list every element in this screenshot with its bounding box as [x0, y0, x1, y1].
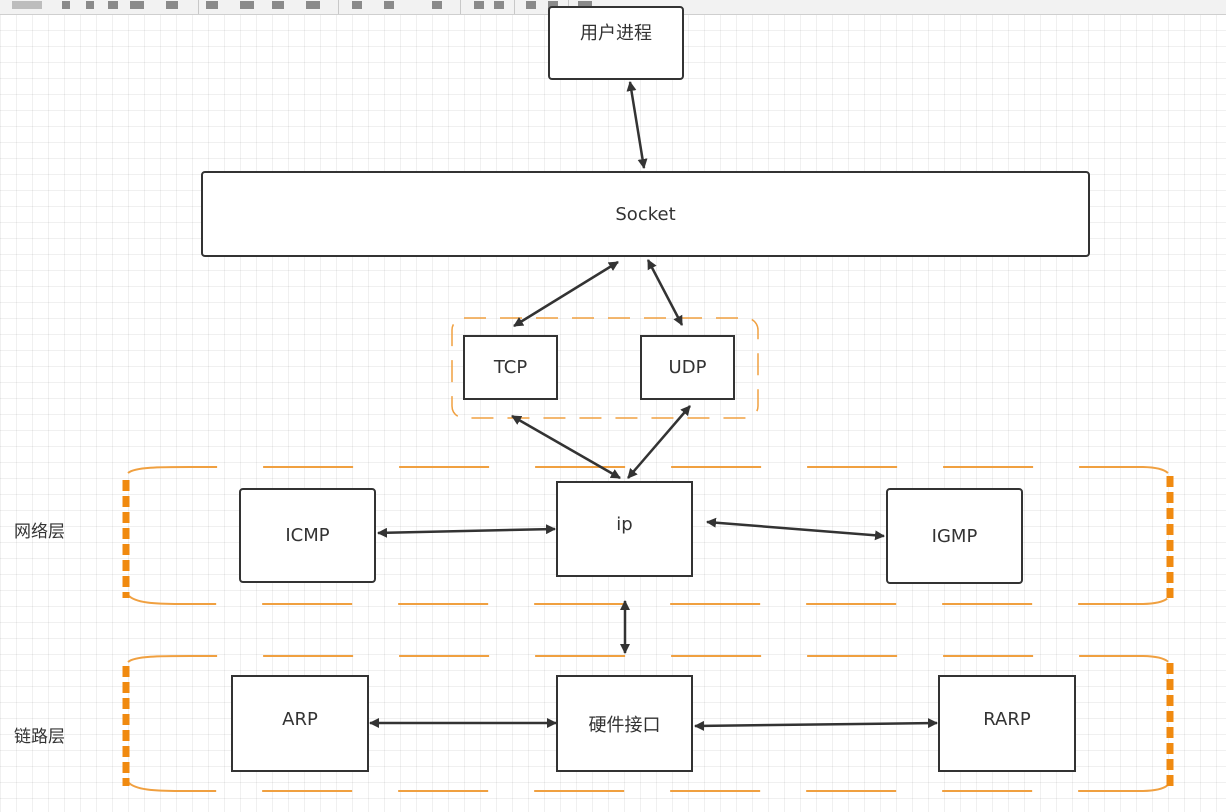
tcp-label: TCP [493, 357, 528, 378]
font-color-icon[interactable] [130, 1, 144, 9]
network-layer-label: 网络层 [14, 522, 65, 542]
arrow-ip-igmp[interactable] [706, 517, 885, 541]
socket-label: Socket [615, 203, 676, 225]
hardware-interface-node[interactable]: 硬件接口 [556, 675, 693, 772]
format-icon[interactable] [166, 1, 178, 9]
arp-label: ARP [282, 709, 318, 730]
udp-label: UDP [668, 357, 707, 378]
group-icon[interactable] [526, 1, 536, 9]
transport-group-border [451, 317, 759, 419]
link-layer-label: 链路层 [14, 727, 65, 747]
udp-node[interactable]: UDP [640, 335, 735, 400]
send-back-icon[interactable] [494, 1, 504, 9]
align-icon[interactable] [306, 1, 320, 9]
arrow-hw-rarp[interactable] [694, 718, 938, 731]
user-process-label: 用户进程 [580, 23, 652, 44]
toolbar-divider [198, 0, 199, 14]
arrow-user-process-socket[interactable] [626, 81, 648, 169]
network-group-top-border [127, 466, 1171, 477]
user-process-node[interactable]: 用户进程 [548, 6, 684, 80]
line-style-icon[interactable] [206, 1, 218, 9]
ip-node[interactable]: ip [556, 481, 693, 577]
socket-node[interactable]: Socket [201, 171, 1090, 257]
line-color-icon[interactable] [240, 1, 254, 9]
arrow-socket-tcp[interactable] [513, 260, 619, 328]
igmp-node[interactable]: IGMP [886, 488, 1023, 584]
underline-icon[interactable] [108, 1, 118, 9]
network-group-bottom-border [127, 594, 1171, 605]
bring-front-icon[interactable] [474, 1, 484, 9]
italic-icon[interactable] [86, 1, 94, 9]
toolbar-divider [514, 0, 515, 14]
toolbar-divider [338, 0, 339, 14]
arp-node[interactable]: ARP [231, 675, 369, 772]
font-size-icon[interactable] [12, 1, 42, 9]
link-group-top-border [127, 655, 1171, 665]
ip-label: ip [616, 513, 633, 535]
ungroup-icon[interactable] [548, 1, 558, 9]
arrow-socket-udp[interactable] [646, 259, 684, 326]
igmp-label: IGMP [931, 525, 978, 547]
connector-icon[interactable] [352, 1, 362, 9]
arrow-start-icon[interactable] [384, 1, 394, 9]
icmp-label: ICMP [285, 525, 330, 546]
toolbar-divider [460, 0, 461, 14]
tcp-node[interactable]: TCP [463, 335, 558, 400]
rarp-label: RARP [983, 709, 1031, 730]
arrow-tcp-ip[interactable] [511, 414, 621, 480]
link-icon[interactable] [578, 1, 592, 9]
arrow-end-icon[interactable] [432, 1, 442, 9]
arrow-udp-ip[interactable] [627, 405, 691, 479]
hardware-interface-label: 硬件接口 [588, 714, 661, 736]
arrow-icmp-ip[interactable] [377, 524, 556, 538]
rarp-node[interactable]: RARP [938, 675, 1076, 772]
bold-icon[interactable] [62, 1, 70, 9]
line-width-icon[interactable] [272, 1, 284, 9]
link-group-bottom-border [127, 781, 1171, 792]
icmp-node[interactable]: ICMP [239, 488, 376, 583]
